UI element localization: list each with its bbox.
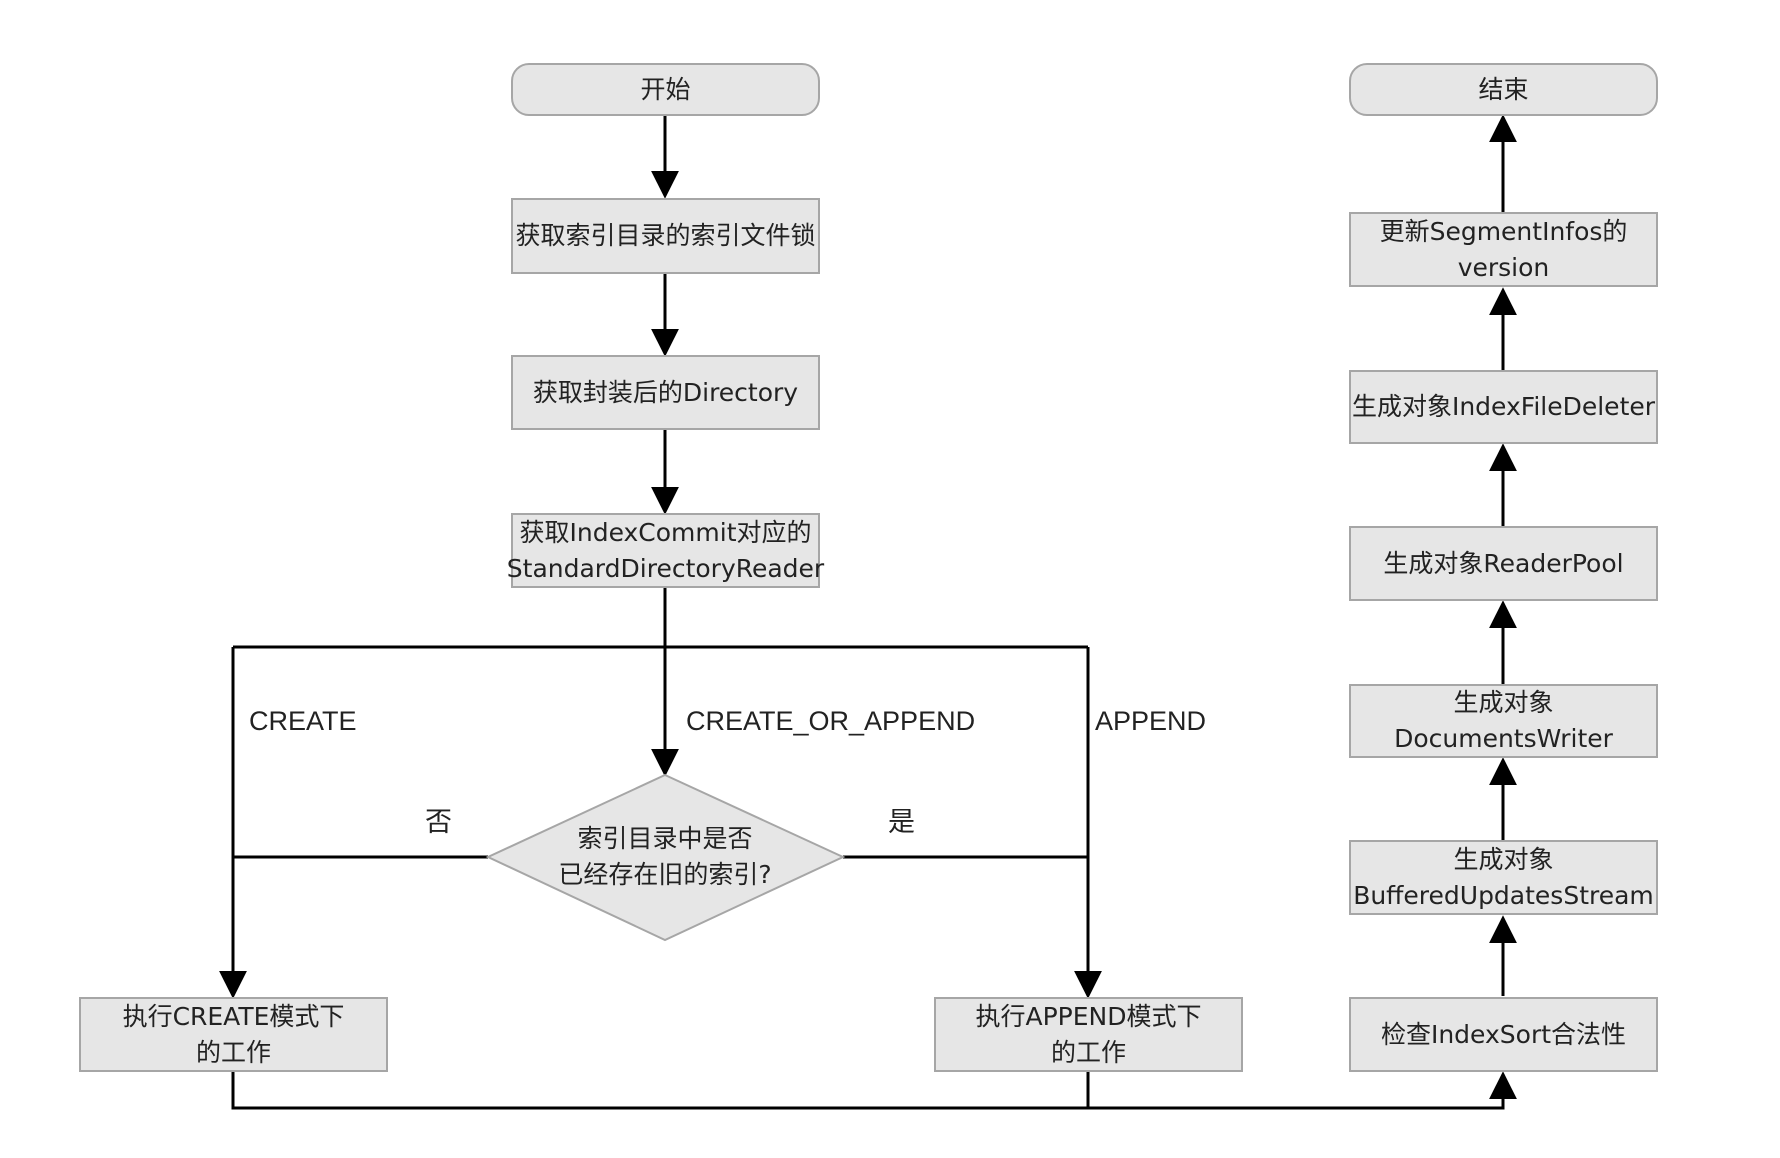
label-yes: 是 xyxy=(888,807,915,837)
index-file-deleter-node: 生成对象IndexFileDeleter xyxy=(1349,370,1658,444)
documents-writer-node: 生成对象 DocumentsWriter xyxy=(1349,684,1658,758)
decision-text: 索引目录中是否 已经存在旧的索引? xyxy=(558,824,772,889)
get-reader-node: 获取IndexCommit对应的 StandardDirectoryReader xyxy=(507,513,824,588)
label-append: APPEND xyxy=(1095,706,1207,736)
edge-bottom-merge xyxy=(231,1071,1517,1110)
label-create-or-append: CREATE_OR_APPEND xyxy=(686,706,976,736)
decision-diamond xyxy=(485,773,846,942)
end-node: 结束 xyxy=(1349,63,1658,116)
label-create: CREATE xyxy=(249,706,357,736)
create-work-node: 执行CREATE模式下 的工作 xyxy=(79,997,388,1072)
reader-pool-node: 生成对象ReaderPool xyxy=(1349,526,1658,601)
start-node: 开始 xyxy=(511,63,820,116)
buffered-updates-node: 生成对象 BufferedUpdatesStream xyxy=(1349,840,1658,915)
check-index-sort-node: 检查IndexSort合法性 xyxy=(1349,997,1658,1072)
label-no: 否 xyxy=(425,807,452,837)
update-version-node: 更新SegmentInfos的 version xyxy=(1349,212,1658,287)
get-directory-node: 获取封装后的Directory xyxy=(511,355,820,430)
append-work-node: 执行APPEND模式下 的工作 xyxy=(934,997,1243,1072)
acquire-lock-node: 获取索引目录的索引文件锁 xyxy=(511,198,820,274)
